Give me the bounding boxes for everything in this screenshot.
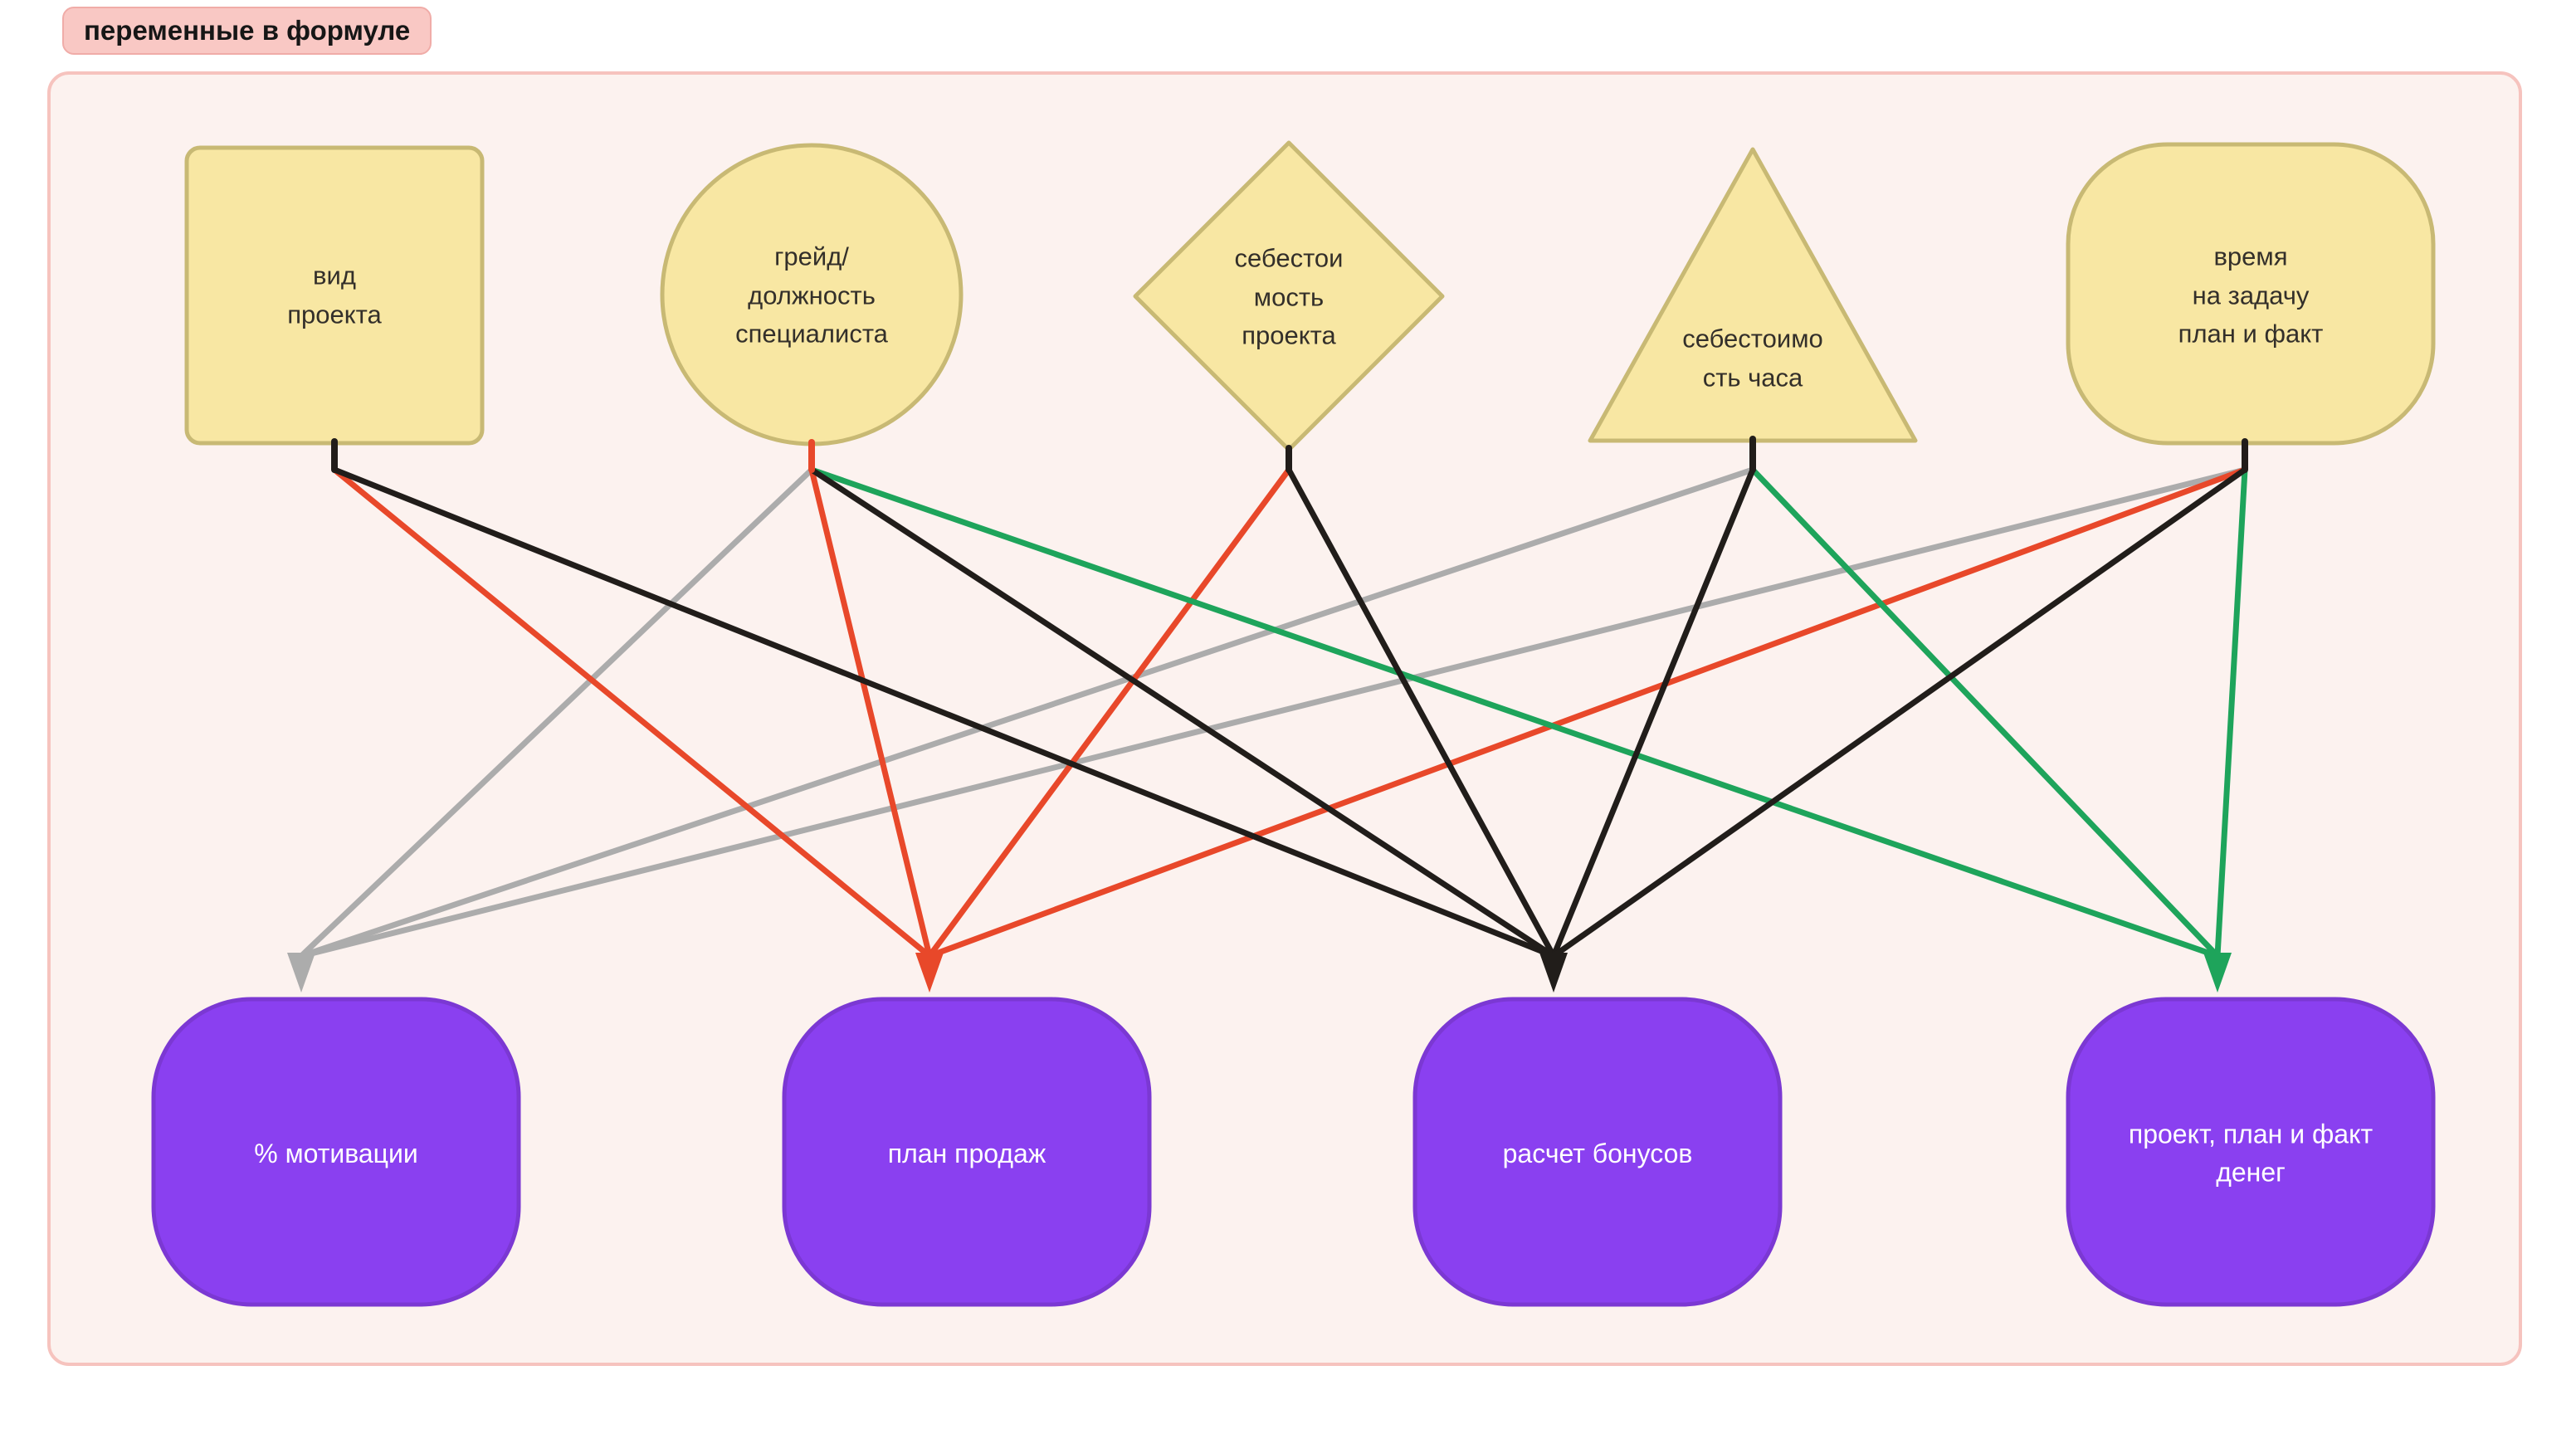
edge-sebest_project-bonus[interactable]: [1286, 466, 1557, 959]
node-shape-time-rounded[interactable]: [2066, 142, 2436, 446]
edge-time-bonus[interactable]: [1550, 466, 2248, 959]
node-label-vid[interactable]: вид проекта: [287, 261, 382, 329]
edge-time-money[interactable]: [2214, 466, 2248, 959]
node-label-sebest-hour[interactable]: себестоимо сть часа: [1682, 324, 1823, 393]
arrowhead-money: [2203, 953, 2232, 993]
edge-vid-sales[interactable]: [331, 466, 933, 959]
edge-grade-motivation[interactable]: [298, 466, 815, 959]
arrowhead-motivation: [287, 953, 315, 993]
edge-sebest_hour-money[interactable]: [1749, 466, 2221, 959]
node-shape-motivation[interactable]: [151, 997, 521, 1307]
arrowhead-sales: [915, 953, 944, 993]
edge-grade-money[interactable]: [808, 466, 2221, 959]
edge-sebest_hour-motivation[interactable]: [298, 466, 1756, 959]
edge-sebest_hour-bonus[interactable]: [1550, 466, 1756, 959]
node-shape-money[interactable]: [2066, 997, 2436, 1307]
node-label-motivation[interactable]: % мотивации: [254, 1138, 418, 1168]
node-label-sebest-project[interactable]: себестои мость проекта: [1234, 243, 1344, 350]
node-label-grade[interactable]: грейд/ должность специалиста: [735, 241, 888, 349]
edge-grade-bonus[interactable]: [808, 466, 1557, 959]
title-badge[interactable]: переменные в формуле: [62, 7, 432, 55]
edge-vid-bonus[interactable]: [331, 466, 1557, 959]
edges-group: [287, 436, 2248, 993]
edge-time-sales[interactable]: [926, 466, 2248, 959]
arrowhead-bonus: [1539, 953, 1568, 993]
node-label-sales[interactable]: план продаж: [887, 1138, 1046, 1168]
node-label-money[interactable]: проект, план и факт денег: [2128, 1119, 2374, 1188]
node-shape-sales[interactable]: [782, 997, 1152, 1307]
edge-grade-sales[interactable]: [808, 466, 933, 959]
edge-time-motivation[interactable]: [298, 466, 2248, 959]
edge-sebest_project-sales[interactable]: [926, 466, 1292, 959]
node-shape-bonus[interactable]: [1412, 997, 1783, 1307]
node-label-time[interactable]: время на задачу план и факт: [2178, 241, 2324, 349]
node-label-bonus[interactable]: расчет бонусов: [1502, 1138, 1693, 1168]
